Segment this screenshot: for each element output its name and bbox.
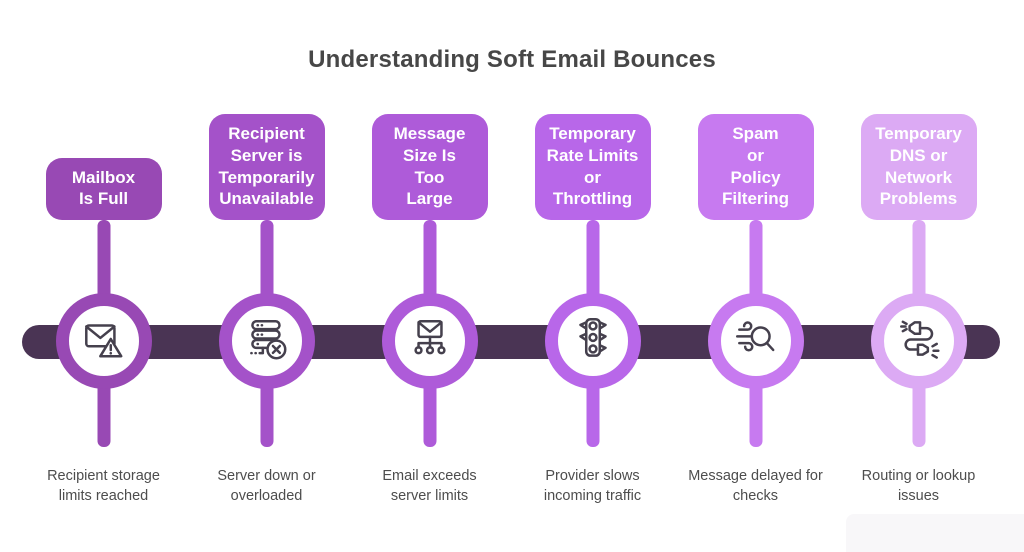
timeline-item-dns-network: Temporary DNS or Network Problems Routin…: [837, 0, 1000, 552]
watermark: [846, 514, 1024, 552]
timeline-item-message-size: Message Size Is Too Large Email exceeds …: [348, 0, 511, 552]
timeline-item-mailbox-full: Mailbox Is Full Recipient storage limits…: [22, 0, 185, 552]
timeline-node: [707, 293, 804, 389]
timeline-node: [870, 293, 967, 389]
traffic-light-icon: [568, 314, 618, 369]
timeline-node: [381, 293, 478, 389]
stem-bottom: [749, 377, 762, 447]
item-caption: Recipient storage limits reached: [47, 468, 160, 504]
stem-top: [912, 220, 925, 306]
page-title: Understanding Soft Email Bounces: [308, 46, 716, 73]
item-label: Spam or Policy Filtering: [697, 114, 814, 220]
timeline-item-spam-filtering: Spam or Policy Filtering Message delayed…: [674, 0, 837, 552]
cable-icon: [894, 314, 944, 369]
timeline-item-server-unavailable: Recipient Server is Temporarily Unavaila…: [185, 0, 348, 552]
item-caption: Message delayed for checks: [688, 468, 823, 504]
stem-top: [423, 220, 436, 306]
item-caption: Server down or overloaded: [217, 468, 316, 504]
stem-top: [749, 220, 762, 306]
stem-bottom: [97, 377, 110, 447]
item-label: Message Size Is Too Large: [371, 114, 488, 220]
stem-bottom: [912, 377, 925, 447]
item-caption: Provider slows incoming traffic: [543, 468, 642, 504]
item-label: Temporary Rate Limits or Throttling: [534, 114, 651, 220]
item-label: Temporary DNS or Network Problems: [860, 114, 977, 220]
server-error-icon: [242, 314, 292, 369]
timeline-node: [55, 293, 152, 389]
item-label: Mailbox Is Full: [45, 157, 162, 220]
stem-top: [586, 220, 599, 306]
mail-network-icon: [405, 314, 455, 369]
item-caption: Email exceeds server limits: [382, 468, 477, 504]
stem-top: [97, 220, 110, 306]
item-label: Recipient Server is Temporarily Unavaila…: [208, 114, 325, 220]
item-caption: Routing or lookup issues: [861, 468, 976, 504]
stem-top: [260, 220, 273, 306]
timeline-node: [544, 293, 641, 389]
timeline-bar: [22, 325, 1000, 359]
fast-search-icon: [731, 314, 781, 369]
stem-bottom: [423, 377, 436, 447]
timeline-node: [218, 293, 315, 389]
timeline-item-rate-limits: Temporary Rate Limits or Throttling Prov…: [511, 0, 674, 552]
stem-bottom: [586, 377, 599, 447]
mail-warning-icon: [79, 314, 129, 369]
stem-bottom: [260, 377, 273, 447]
